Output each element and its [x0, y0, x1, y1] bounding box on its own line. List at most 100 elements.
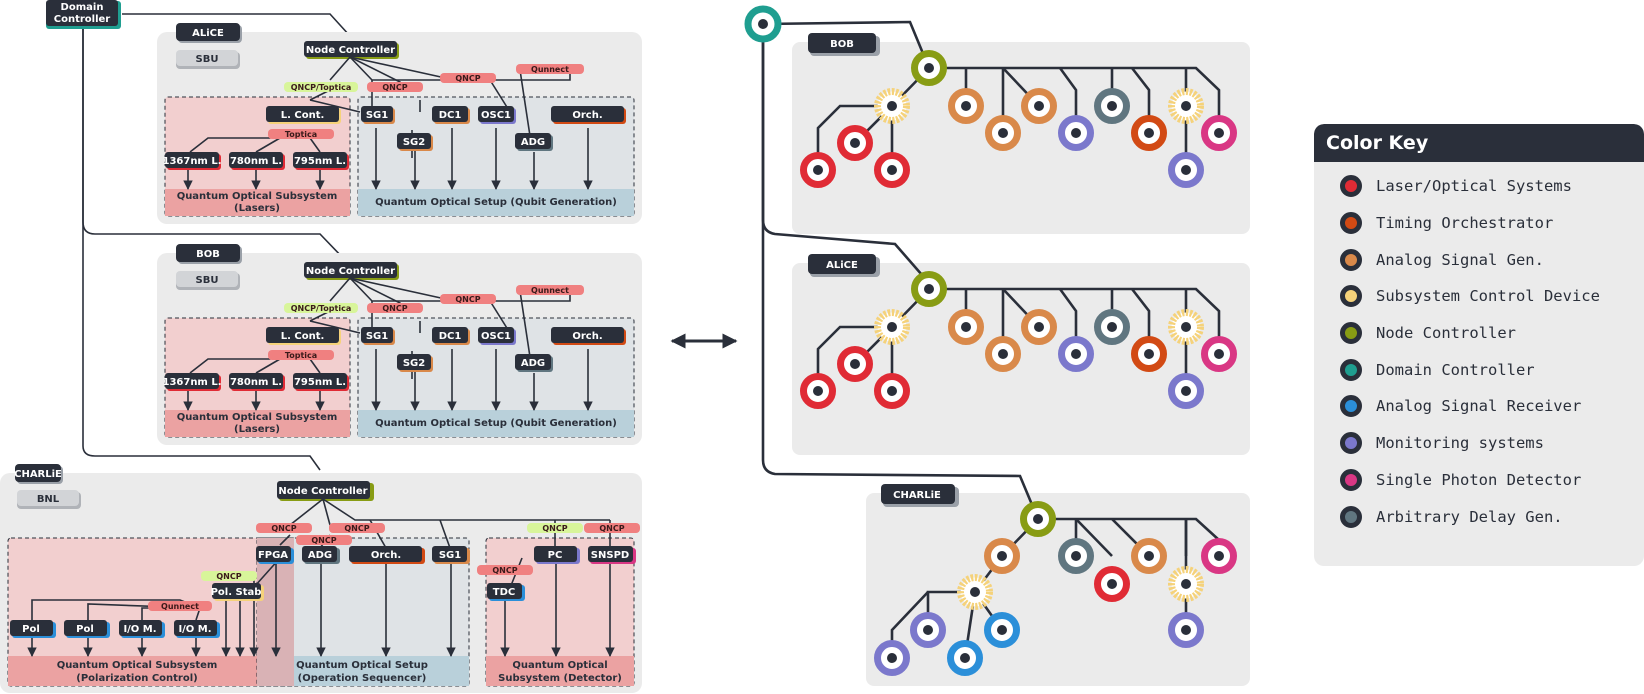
- laser-node[interactable]: [837, 125, 873, 161]
- toptica-tag: Toptica: [285, 351, 317, 360]
- qncp-tag-a: QNCP: [382, 304, 407, 313]
- monitoring-node[interactable]: [910, 612, 946, 648]
- sg2-label: SG2: [403, 137, 425, 148]
- node-controller-node[interactable]: [911, 271, 947, 307]
- osc1[interactable]: OSC1: [478, 327, 516, 345]
- photon-detector-node[interactable]: [1201, 336, 1237, 372]
- sg2[interactable]: SG2: [397, 354, 433, 372]
- charlie-fpga[interactable]: FPGA: [256, 546, 294, 564]
- orch[interactable]: Orch.: [551, 106, 626, 124]
- sg2[interactable]: SG2: [397, 133, 433, 151]
- color-swatch-icon: [1340, 505, 1362, 528]
- delay-gen-node[interactable]: [1094, 309, 1130, 345]
- delay-gen-node[interactable]: [1058, 538, 1094, 574]
- laser-795nm-label: 795nm L.: [294, 377, 346, 388]
- block-title: ALiCE: [192, 28, 224, 39]
- delay-gen-node[interactable]: [1094, 88, 1130, 124]
- color-swatch-icon: [1340, 468, 1362, 491]
- orchestrator-node[interactable]: [1131, 115, 1167, 151]
- monitoring-node[interactable]: [1168, 373, 1204, 409]
- pol-stab-label: Pol. Stab: [211, 587, 262, 598]
- orchestrator-node[interactable]: [1131, 336, 1167, 372]
- domain-controller-box: Domain Controller: [46, 0, 121, 29]
- laser-795nm[interactable]: 795nm L.: [293, 373, 349, 391]
- monitoring-node[interactable]: [874, 640, 910, 676]
- signal-gen-node[interactable]: [948, 309, 984, 345]
- charlie-io-2[interactable]: I/O M.: [174, 620, 220, 638]
- signal-gen-node[interactable]: [1021, 309, 1057, 345]
- laser-1367nm[interactable]: 1367nm L.: [162, 373, 222, 391]
- sg1[interactable]: SG1: [361, 327, 395, 345]
- color-swatch-icon: [1340, 395, 1362, 418]
- color-key-title: Color Key: [1314, 124, 1644, 162]
- charlie-pol-1[interactable]: Pol: [10, 620, 56, 638]
- adg[interactable]: ADG: [515, 354, 553, 372]
- detector-caption-2: Subsystem (Detector): [498, 673, 622, 684]
- monitoring-node[interactable]: [1168, 152, 1204, 188]
- charlie-io-1[interactable]: I/O M.: [119, 620, 165, 638]
- subsystem-control-node[interactable]: [1168, 88, 1204, 124]
- tdc-label: TDC: [493, 587, 515, 598]
- laser-node[interactable]: [800, 152, 836, 188]
- signal-gen-node[interactable]: [984, 538, 1020, 574]
- laser-node[interactable]: [874, 152, 910, 188]
- subsystem-control-node[interactable]: [957, 574, 993, 610]
- signal-gen-node[interactable]: [1131, 538, 1167, 574]
- laser-node[interactable]: [874, 373, 910, 409]
- laser-node[interactable]: [1094, 566, 1130, 602]
- photon-detector-node[interactable]: [1201, 538, 1237, 574]
- laser-780nm[interactable]: 780nm L.: [229, 152, 285, 170]
- laser-795nm[interactable]: 795nm L.: [293, 152, 349, 170]
- signal-receiver-node[interactable]: [984, 612, 1020, 648]
- monitoring-node[interactable]: [1058, 115, 1094, 151]
- orch[interactable]: Orch.: [551, 327, 626, 345]
- sg1[interactable]: SG1: [361, 106, 395, 124]
- subsystem-control-node[interactable]: [874, 309, 910, 345]
- color-swatch-icon: [1340, 248, 1362, 271]
- laser-node[interactable]: [837, 346, 873, 382]
- charlie-node-controller[interactable]: Node Controller: [278, 486, 367, 497]
- color-key-label: Domain Controller: [1376, 360, 1535, 379]
- signal-gen-node[interactable]: [985, 115, 1021, 151]
- charlie-pc[interactable]: PC: [534, 546, 580, 564]
- dc1[interactable]: DC1: [432, 106, 470, 124]
- charlie-orch[interactable]: Orch.: [349, 546, 425, 564]
- qncp-tag-a: QNCP: [382, 83, 407, 92]
- signal-gen-node[interactable]: [985, 336, 1021, 372]
- charlie-snspd[interactable]: SNSPD: [588, 546, 636, 564]
- laser-node[interactable]: [800, 373, 836, 409]
- charlie-sg1[interactable]: SG1: [432, 546, 470, 564]
- subsystem-control-node[interactable]: [1168, 566, 1204, 602]
- node-controller[interactable]: Node Controller: [304, 262, 399, 280]
- sequencer-caption-2: (Operation Sequencer): [298, 673, 427, 684]
- subsystem-control-node[interactable]: [1168, 309, 1204, 345]
- laser-1367nm[interactable]: 1367nm L.: [162, 152, 222, 170]
- node-controller-node[interactable]: [911, 50, 947, 86]
- signal-gen-node[interactable]: [948, 88, 984, 124]
- subsystem-control-node[interactable]: [874, 88, 910, 124]
- laser-controller[interactable]: L. Cont.: [266, 327, 341, 345]
- monitoring-node[interactable]: [1168, 612, 1204, 648]
- adg[interactable]: ADG: [515, 133, 553, 151]
- charlie-tdc[interactable]: TDC: [487, 583, 525, 601]
- signal-gen-node[interactable]: [1021, 88, 1057, 124]
- laser-1367nm-label: 1367nm L.: [162, 156, 221, 167]
- monitoring-node[interactable]: [1058, 336, 1094, 372]
- fpga-label: FPGA: [258, 550, 288, 561]
- signal-receiver-node[interactable]: [947, 640, 983, 676]
- node-controller[interactable]: Node Controller: [304, 41, 399, 59]
- laser-controller[interactable]: L. Cont.: [266, 106, 341, 124]
- charlie-pol-stab[interactable]: Pol. Stab: [211, 583, 264, 601]
- charlie-pol-2[interactable]: Pol: [64, 620, 110, 638]
- dc1[interactable]: DC1: [432, 327, 470, 345]
- photon-detector-node[interactable]: [1201, 115, 1237, 151]
- charlie-qunnect-tag: Qunnect: [161, 602, 199, 611]
- osc1-label: OSC1: [481, 331, 511, 342]
- node-controller-node[interactable]: [1020, 501, 1056, 537]
- charlie-adg[interactable]: ADG: [302, 546, 340, 564]
- color-key-label: Arbitrary Delay Gen.: [1376, 507, 1563, 526]
- osc1[interactable]: OSC1: [478, 106, 516, 124]
- laser-780nm[interactable]: 780nm L.: [229, 373, 285, 391]
- color-swatch-icon: [1340, 285, 1362, 308]
